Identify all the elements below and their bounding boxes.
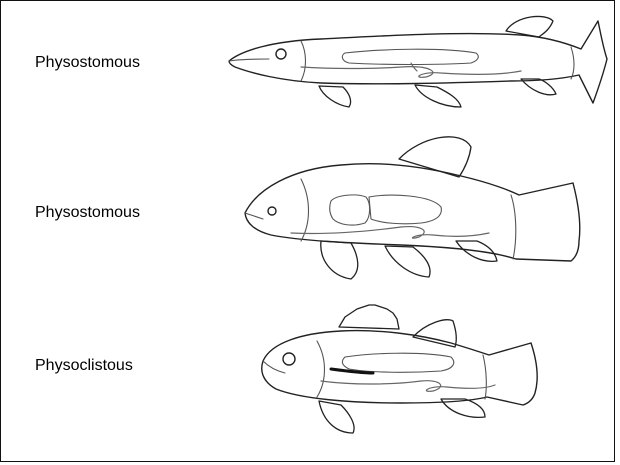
diagram-frame: Physostomous Physostomous Physoclistous (0, 0, 615, 462)
perch-fish-icon (1, 1, 616, 463)
